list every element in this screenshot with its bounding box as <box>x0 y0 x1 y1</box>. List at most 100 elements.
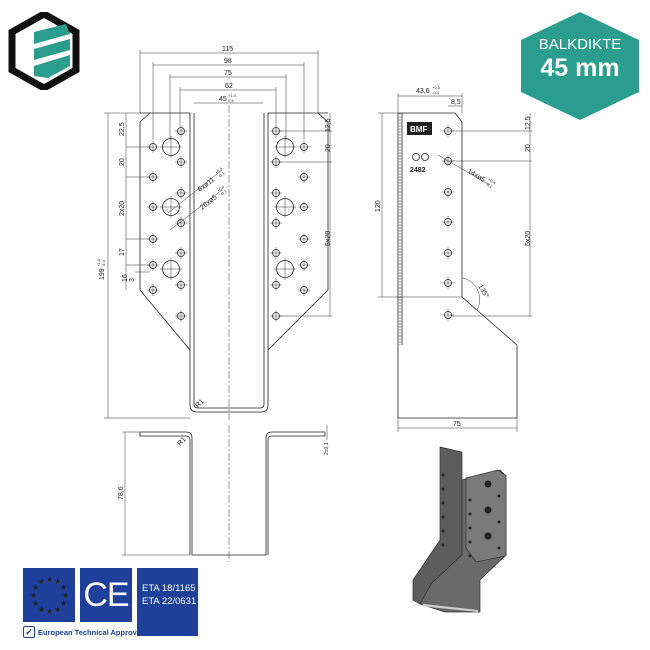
eta-number: ETA 22/0631 <box>142 596 197 607</box>
dim-thickness: 2±0,1 <box>324 442 330 455</box>
render-hole <box>468 554 472 558</box>
small-hole <box>147 201 159 213</box>
hole-large-tol-lower: -0,1 <box>217 170 226 179</box>
render-hole <box>441 487 445 491</box>
dim-side-offset: 8,5 <box>451 99 461 106</box>
bottom-radius-label: R1 <box>176 436 187 447</box>
small-hole <box>298 284 310 296</box>
small-hole <box>175 247 187 259</box>
large-hole <box>160 196 182 218</box>
dim-height-78-6: 78,6 <box>118 486 125 500</box>
render-hole <box>484 532 492 540</box>
eu-star: ★ <box>46 575 53 584</box>
eta-box: ETA 18/1165 ETA 22/0631 <box>137 568 198 636</box>
small-hole <box>175 187 187 199</box>
render-hole <box>484 506 492 514</box>
dim-width-98: 98 <box>224 58 232 65</box>
certifications: ★★★★★★★★★★★★ CE ETA 18/1165 ETA 22/0631 … <box>23 568 213 648</box>
dim-left-17: 17 <box>119 248 126 256</box>
render-hole <box>468 498 472 502</box>
dim-height-199: 199 <box>99 268 106 280</box>
hole-small-tol-upper: +0,4 <box>216 184 226 193</box>
radius-label: R1 <box>194 398 205 409</box>
dim-right-5x20: 5x20 <box>325 231 332 246</box>
dim-right-20: 20 <box>325 144 332 152</box>
brand-logo <box>8 12 80 90</box>
dim-left-16: 16 <box>122 274 129 282</box>
dim-side-right-5x20: 5x20 <box>525 231 532 246</box>
small-hole <box>175 217 187 229</box>
approvals-label: ✓ European Technical Approvals <box>23 626 147 638</box>
eu-flag: ★★★★★★★★★★★★ <box>23 568 75 622</box>
side-hole-tol-upper: +0,4 <box>487 177 497 186</box>
side-hole <box>442 309 454 321</box>
small-hole <box>175 156 187 168</box>
small-hole <box>270 217 282 229</box>
small-hole <box>298 259 310 271</box>
large-hole <box>160 136 182 158</box>
side-hole <box>442 186 454 198</box>
ce-mark-text: CE <box>83 576 129 614</box>
eu-star: ★ <box>46 607 53 616</box>
eu-star: ★ <box>32 583 39 592</box>
render-hole <box>497 546 501 550</box>
badge-value: 45 mm <box>540 54 620 82</box>
checkmark-icon: ✓ <box>23 626 35 638</box>
dim-left-20: 20 <box>119 158 126 166</box>
logo-hexagon-outline <box>8 12 80 90</box>
render-hole <box>497 494 501 498</box>
large-hole <box>274 196 296 218</box>
render-hole <box>484 480 492 488</box>
hole-large-label: 6xø11 <box>197 176 216 193</box>
product-3d-render <box>412 446 507 613</box>
large-hole <box>274 258 296 280</box>
front-view: 115 98 75 62 45 +1,0 0,5 199 +1,0 -1,0 2… <box>96 46 332 420</box>
dim-side-width: 43,6 <box>416 88 430 95</box>
side-hole <box>442 247 454 259</box>
render-hole <box>468 540 472 544</box>
dim-left-2x20: 2x20 <box>119 201 126 216</box>
eu-star: ★ <box>38 577 45 586</box>
render-hole <box>441 515 445 519</box>
render-hole <box>468 526 472 530</box>
small-hole <box>175 125 187 137</box>
dim-right-12-5: 12,5 <box>325 118 332 132</box>
ce-mark: CE <box>80 568 132 622</box>
eu-star: ★ <box>30 591 37 600</box>
eu-star: ★ <box>60 599 67 608</box>
eu-star: ★ <box>62 591 69 600</box>
hole-small-tol-lower: -0,1 <box>219 188 228 197</box>
dim-width-45: 45 <box>219 96 227 103</box>
dim-width-45-tol-upper: +1,0 <box>228 93 237 98</box>
side-hole <box>442 216 454 228</box>
dim-left-3: 3 <box>129 278 136 282</box>
small-hole <box>175 279 187 291</box>
small-hole <box>270 247 282 259</box>
render-hole <box>441 543 445 547</box>
small-hole <box>270 279 282 291</box>
stamp-number: 2482 <box>410 167 426 174</box>
large-hole <box>274 136 296 158</box>
small-hole <box>270 187 282 199</box>
beam-thickness-badge: BALKDIKTE 45 mm <box>519 10 641 122</box>
dim-side-right-12-5: 12,5 <box>525 116 532 130</box>
hole-small-label: 26xø5 <box>199 194 219 212</box>
side-hole <box>442 277 454 289</box>
logo-stripe <box>34 39 70 60</box>
large-hole <box>160 258 182 280</box>
side-hole-tol-lower: -0,1 <box>485 181 494 189</box>
small-hole <box>298 233 310 245</box>
small-hole <box>298 201 310 213</box>
logo-stripe <box>34 55 70 78</box>
render-hole <box>441 501 445 505</box>
side-hole-label: 14xø5 <box>466 168 486 184</box>
eu-stars-icon: ★★★★★★★★★★★★ <box>30 575 69 616</box>
dim-side-width-tol-upper: +0,5 <box>432 85 441 90</box>
dim-width-115: 115 <box>222 46 233 53</box>
badge-label: BALKDIKTE <box>538 36 622 53</box>
small-hole <box>298 171 310 183</box>
eu-star: ★ <box>32 599 39 608</box>
hole-large-tol-upper: +0,4 <box>214 166 224 175</box>
